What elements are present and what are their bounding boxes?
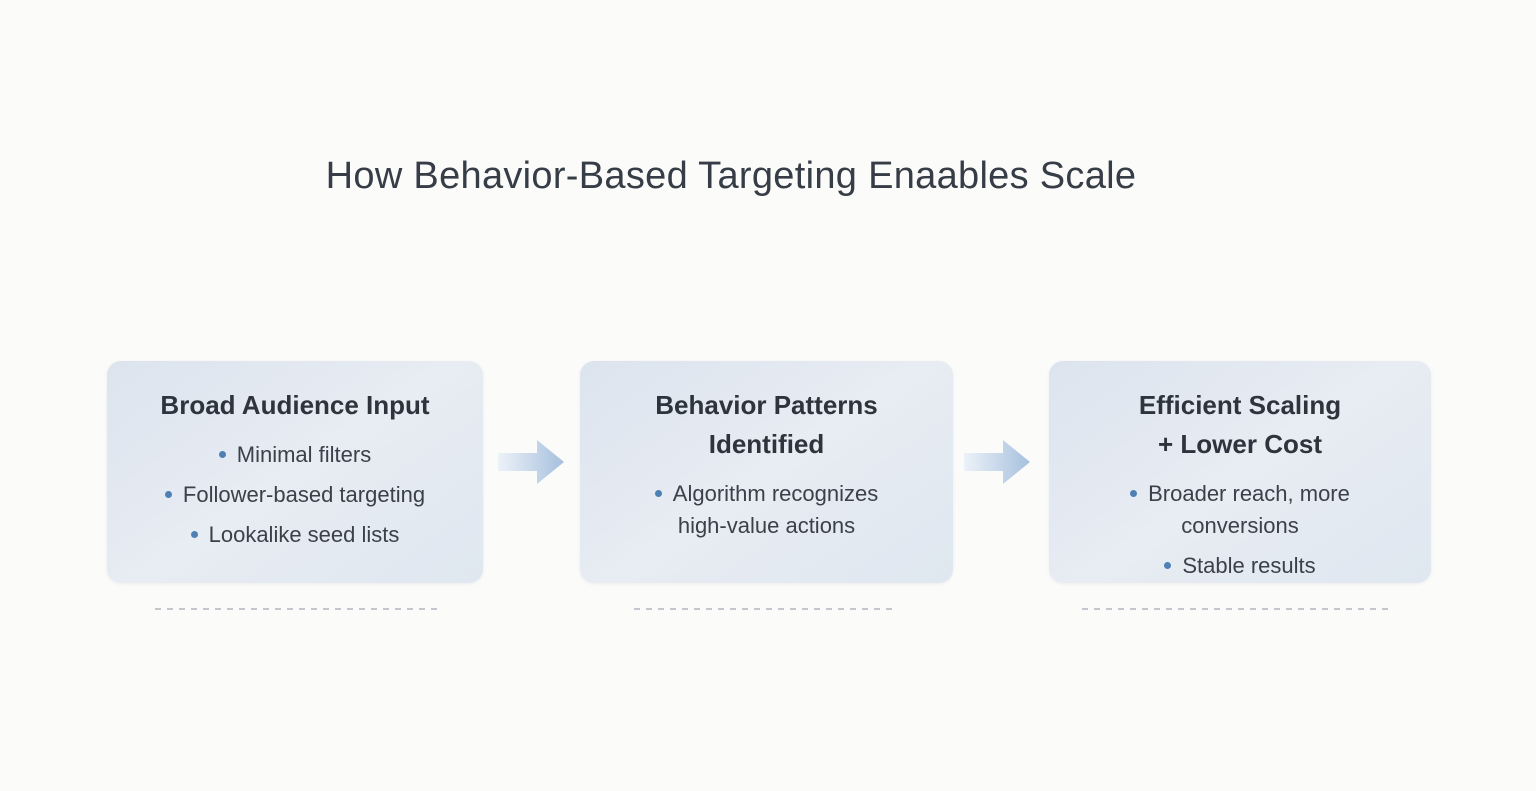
bullet-dot-icon xyxy=(190,530,198,538)
bullet-text: Minimal filters xyxy=(236,442,372,467)
dashed-underline xyxy=(155,608,440,610)
bullet-item: Stable results xyxy=(1049,550,1431,582)
bullet-dot-icon xyxy=(1164,561,1172,569)
dashed-underline xyxy=(1082,608,1388,610)
step-card-title: Broad Audience Input xyxy=(160,390,430,420)
bullet-text: Follower-based targeting xyxy=(182,482,426,507)
step-card-title: Efficient Scaling+ Lower Cost xyxy=(1138,390,1342,459)
bullet-dot-icon xyxy=(654,489,662,497)
bullet-item: Follower-based targeting xyxy=(107,479,483,511)
right-arrow-icon xyxy=(498,440,564,484)
bullet-item: Lookalike seed lists xyxy=(107,519,483,551)
page-title: How Behavior-Based Targeting Enaables Sc… xyxy=(325,155,1137,197)
bullet-dot-icon xyxy=(1130,489,1138,497)
step-card-efficient-scaling-lower-cost: Efficient Scaling+ Lower Cost Broader re… xyxy=(1049,361,1431,583)
bullet-item: Minimal filters xyxy=(107,439,483,471)
bullet-text: Lookalike seed lists xyxy=(208,522,400,547)
bullet-text: Stable results xyxy=(1182,553,1316,578)
right-arrow-icon xyxy=(964,440,1030,484)
dashed-underline xyxy=(634,608,892,610)
bullet-dot-icon xyxy=(164,490,172,498)
bullet-dot-icon xyxy=(218,450,226,458)
